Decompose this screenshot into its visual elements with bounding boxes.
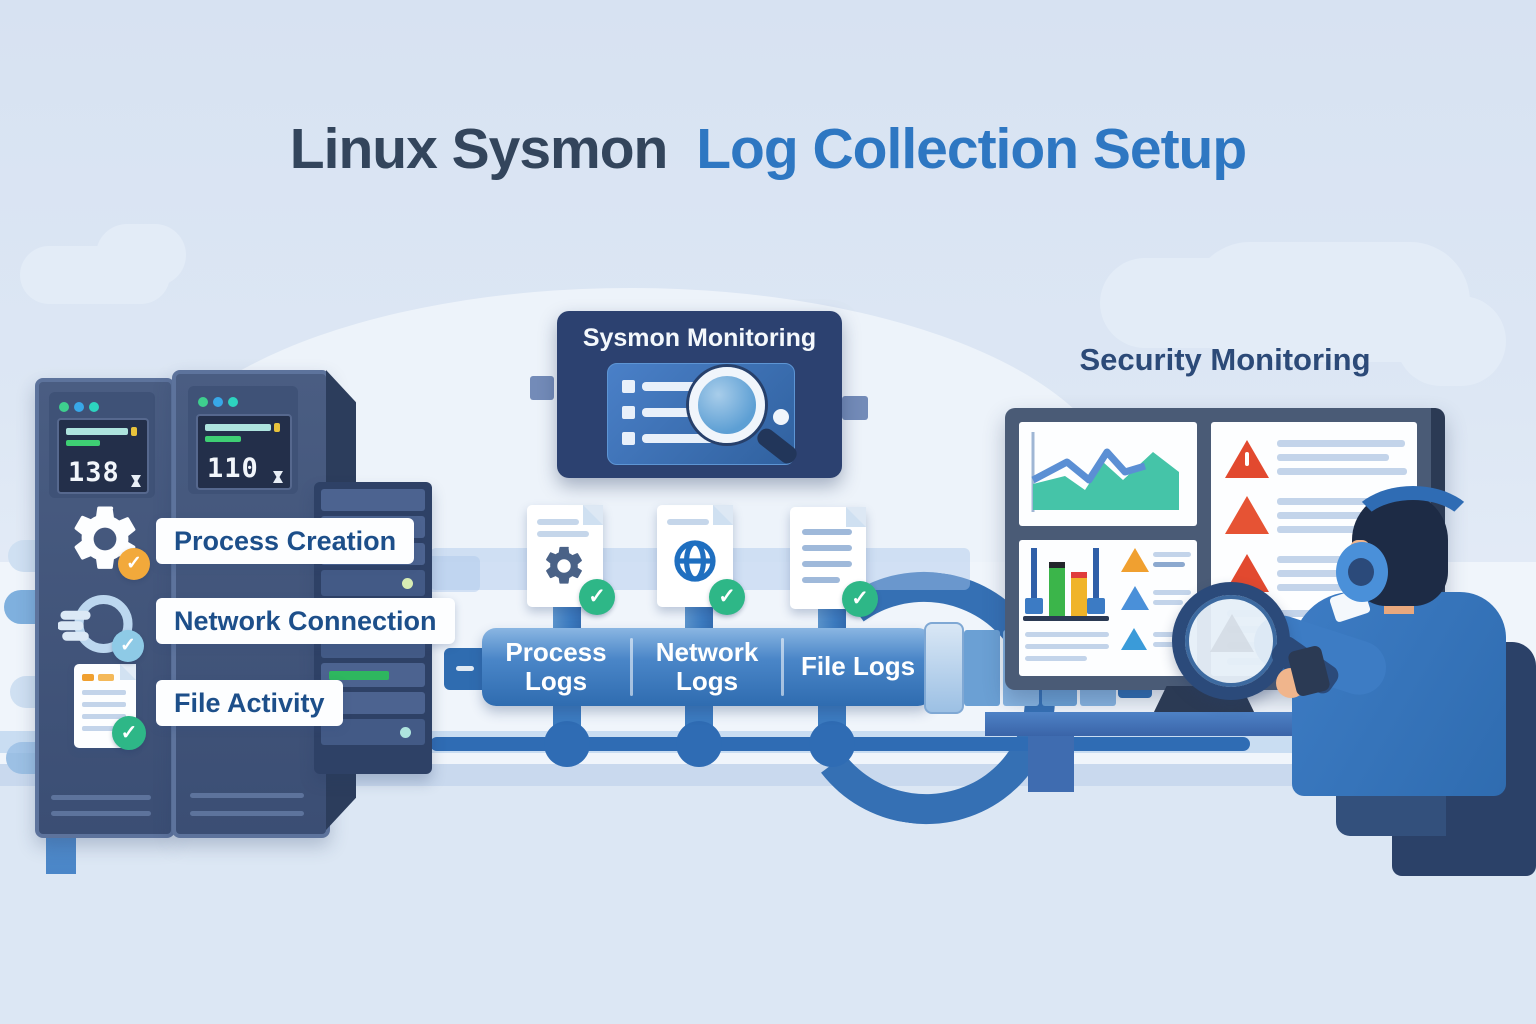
- magnifier-icon: [689, 367, 765, 443]
- line-chart-panel: [1019, 422, 1197, 526]
- gear-document-icon: [546, 546, 582, 584]
- event-label-network-connection: Network Connection: [156, 598, 455, 644]
- check-badge-green: ✓: [842, 581, 878, 617]
- pipeline-divider: [781, 638, 784, 696]
- gear-icon: [66, 500, 144, 578]
- page-fold: [713, 505, 733, 525]
- warning-triangle-blue: [1121, 586, 1149, 610]
- pipe-coupling: [924, 622, 964, 714]
- check-badge-blue: ✓: [112, 630, 144, 662]
- status-dots: [59, 399, 104, 417]
- file-log-document: ✓: [790, 507, 878, 617]
- pipe-dash: [456, 666, 474, 671]
- event-label-process-creation: Process Creation: [156, 518, 415, 564]
- cloud-shape: [96, 224, 186, 286]
- server-slot: [51, 795, 151, 800]
- check-badge-green: ✓: [579, 579, 615, 615]
- hourglass-icon: [131, 475, 141, 487]
- warning-triangle-blue: [1121, 628, 1147, 650]
- line-area-chart: [1031, 432, 1179, 512]
- server-slot: [190, 811, 304, 816]
- server-tower-1: 138: [35, 378, 175, 838]
- server-screen: 110: [188, 386, 298, 494]
- network-log-document: ✓: [657, 505, 745, 615]
- sysmon-panel-title: Sysmon Monitoring: [582, 324, 817, 352]
- hourglass-icon: [273, 471, 283, 483]
- file-icon: [74, 664, 136, 748]
- bar-chart-panel: [1019, 540, 1197, 676]
- desk-leg: [1028, 736, 1074, 792]
- progress-tick: [274, 423, 280, 432]
- server-metric: 138: [68, 457, 120, 488]
- status-dots: [198, 394, 243, 412]
- server-screen: 138: [49, 392, 155, 498]
- headphones-earcup-inner: [1348, 558, 1374, 586]
- server-display: 110: [196, 414, 292, 490]
- log-pipeline: Process Logs Network Logs File Logs: [482, 628, 932, 706]
- page-fold: [583, 505, 603, 525]
- pipe-node: [676, 721, 722, 767]
- pipeline-divider: [630, 638, 633, 696]
- check-badge-orange: ✓: [118, 548, 150, 580]
- server-display: 138: [57, 418, 149, 494]
- pipe-node: [544, 721, 590, 767]
- cloud-shape: [1396, 296, 1506, 386]
- pipeline-segment-file-logs: File Logs: [800, 651, 916, 682]
- pipeline-segment-network-logs: Network Logs: [655, 636, 759, 696]
- globe-document-icon: [674, 540, 716, 582]
- magnifier-dot: [773, 409, 789, 425]
- progress-bar: [205, 436, 241, 442]
- progress-bar: [66, 428, 128, 435]
- analyst-person: [1292, 592, 1506, 796]
- pipe-node: [809, 721, 855, 767]
- pipeline-segment-process-logs: Process Logs: [505, 636, 607, 696]
- progress-bar: [205, 424, 271, 431]
- warning-triangle-orange: [1121, 548, 1149, 572]
- security-title: Security Monitoring: [1079, 342, 1371, 377]
- sysmon-monitoring-panel: Sysmon Monitoring: [557, 311, 842, 478]
- page-title: Linux Sysmon Log Collection Setup: [0, 116, 1536, 182]
- process-log-document: ✓: [527, 505, 615, 615]
- progress-tick: [131, 427, 137, 436]
- server-slot: [51, 811, 151, 816]
- check-badge-green: ✓: [709, 579, 745, 615]
- event-label-file-activity: File Activity: [156, 680, 343, 726]
- server-slot: [190, 793, 304, 798]
- network-icon: [56, 582, 142, 666]
- page-fold: [846, 507, 866, 527]
- check-badge-green: ✓: [112, 716, 146, 750]
- progress-bar: [66, 440, 100, 446]
- decor-square: [842, 396, 868, 420]
- title-secondary: Log Collection Setup: [696, 117, 1247, 181]
- server-metric: 110: [207, 453, 259, 484]
- magnified-alert-triangle: [1210, 614, 1254, 652]
- title-primary: Linux Sysmon: [289, 117, 669, 181]
- decor-square: [530, 376, 554, 400]
- alert-triangle-red: [1225, 496, 1269, 534]
